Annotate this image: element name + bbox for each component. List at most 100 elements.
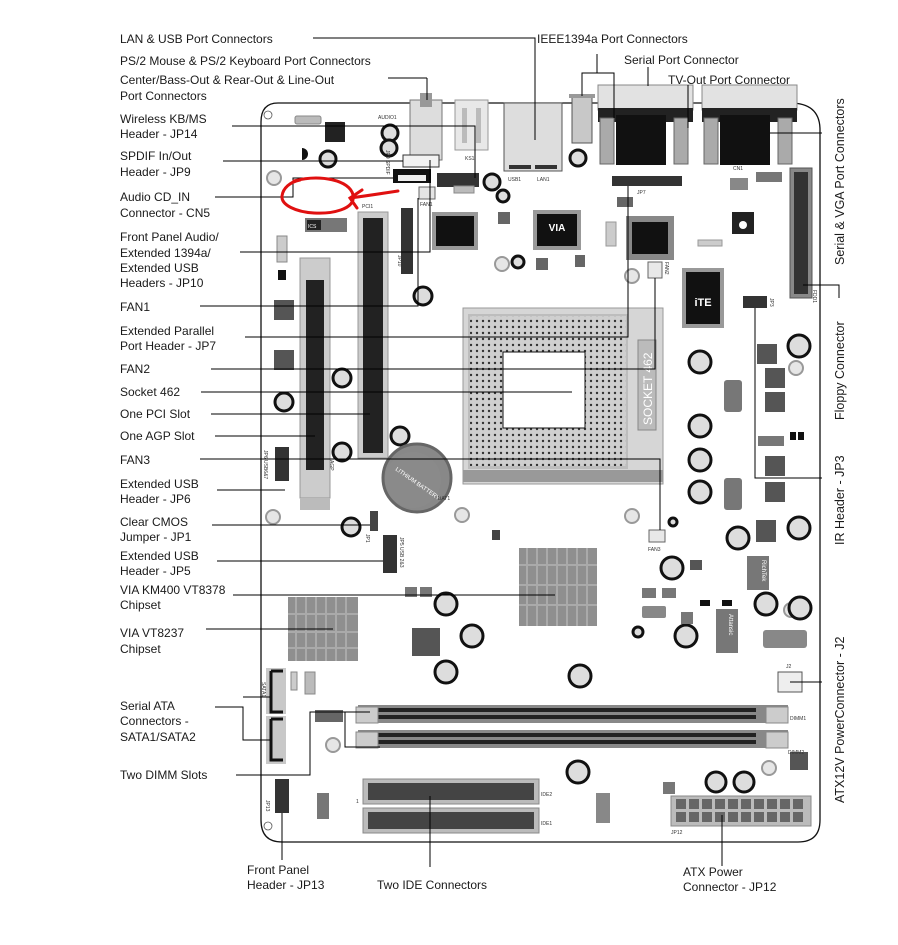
expansion-slots: AGP PCI1 JP10 — [273, 204, 434, 510]
label-sata-line2: Connectors - — [120, 714, 189, 728]
label-jp10-line1: Front Panel Audio/ — [120, 230, 219, 244]
board-marking-ide2: IDE2 — [541, 792, 552, 798]
label-jp10-line4: Headers - JP10 — [120, 276, 204, 290]
label-dimm: Two DIMM Slots — [120, 768, 207, 782]
label-jp6-line1: Extended USB — [120, 477, 199, 491]
board-marking-pin1: 1 — [356, 799, 359, 805]
annotation-circle — [280, 176, 355, 215]
board-marking-attansic: Attansic — [727, 614, 733, 635]
label-jp1-line2: Jumper - JP1 — [120, 530, 192, 544]
right-labels: Serial & VGA Port Connectors Floppy Conn… — [833, 98, 847, 803]
label-fan2: FAN2 — [120, 362, 150, 376]
rear-io — [409, 84, 798, 172]
label-ide: Two IDE Connectors — [377, 878, 487, 892]
board-marking-jp7: JP7 — [637, 190, 646, 196]
board-marking-agp: AGP — [328, 460, 334, 471]
board-marking-ite: iTE — [694, 297, 711, 309]
battery-area: LITHIUM BATTERY BAT1 JP6 USB6&7 JP1 JP5 … — [262, 442, 500, 573]
board-marking-ide1: IDE1 — [541, 821, 552, 827]
label-jp7-line2: Port Header - JP7 — [120, 339, 216, 353]
label-jp12-line1: ATX Power — [683, 865, 743, 879]
label-floppy: Floppy Connector — [833, 321, 847, 420]
label-socket: Socket 462 — [120, 385, 180, 399]
label-jp1-line1: Clear CMOS — [120, 515, 188, 529]
label-sata-line1: Serial ATA — [120, 699, 175, 713]
board-marking-jp10: JP10 — [396, 255, 402, 267]
label-serial-port: Serial Port Connector — [624, 53, 739, 67]
board-marking-sata1: SATA1 — [260, 682, 266, 697]
top-left-components: AUDIO1 JP9 SPDIF KS1 FAN1 USB1 LAN1 ICS — [274, 115, 588, 370]
board-marking-dimm2: DIMM2 — [788, 750, 804, 756]
board-marking-ks1: KS1 — [465, 156, 475, 162]
leader-lines — [200, 37, 840, 867]
label-sata-line3: SATA1/SATA2 — [120, 730, 196, 744]
label-ps2: PS/2 Mouse & PS/2 Keyboard Port Connecto… — [120, 54, 371, 68]
left-labels: LAN & USB Port Connectors PS/2 Mouse & P… — [120, 32, 371, 782]
board-marking-dimm1: DIMM1 — [790, 716, 806, 722]
label-jp6-line2: Header - JP6 — [120, 492, 191, 506]
red-annotation — [280, 176, 400, 215]
label-lan-usb: LAN & USB Port Connectors — [120, 32, 273, 46]
label-agp: One AGP Slot — [120, 429, 195, 443]
label-cn5-line1: Audio CD_IN — [120, 190, 190, 204]
label-vt8237-line1: VIA VT8237 — [120, 626, 184, 640]
power-components — [340, 333, 813, 794]
label-jp7-line1: Extended Parallel — [120, 324, 214, 338]
bottom-labels: Front Panel Header - JP13 Two IDE Connec… — [247, 863, 777, 894]
label-audio-out-line2: Port Connectors — [120, 89, 207, 103]
label-ieee1394: IEEE1394a Port Connectors — [537, 32, 688, 46]
label-fan1: FAN1 — [120, 300, 150, 314]
label-serial-vga: Serial & VGA Port Connectors — [833, 98, 847, 265]
board-marking-fan1: FAN1 — [420, 202, 433, 208]
top-labels: IEEE1394a Port Connectors Serial Port Co… — [537, 32, 790, 87]
board-marking-jp6: JP6 USB6&7 — [262, 450, 268, 479]
board-marking-cn1: CN1 — [733, 166, 743, 172]
board-marking-fan3: FAN3 — [648, 547, 661, 553]
board-marking-bat1: BAT1 — [438, 496, 450, 502]
board-marking-richtek: RichTek — [760, 560, 766, 582]
mounting-holes — [263, 110, 804, 831]
board-marking-ics: ICS — [308, 224, 317, 230]
label-jp13-line1: Front Panel — [247, 863, 309, 877]
board-marking-jp3: JP3 — [768, 298, 774, 307]
board-marking-lan1: LAN1 — [537, 177, 550, 183]
cpu-socket: SOCKET 462 — [462, 307, 664, 485]
label-jp5-line1: Extended USB — [120, 549, 199, 563]
board-marking-audio1: AUDIO1 — [378, 115, 397, 121]
label-jp10-line2: Extended 1394a/ — [120, 246, 211, 260]
board-marking-jp9: JP9 SPDIF — [384, 150, 390, 175]
label-audio-out-line1: Center/Bass-Out & Rear-Out & Line-Out — [120, 73, 335, 87]
mid-chips: VIA JP7 FAN2 CN1 iTE FDD1 JP3 — [432, 166, 817, 328]
regulators: RichTek Attansic FAN3 J2 — [642, 344, 808, 770]
board-marking-fan2: FAN2 — [663, 262, 669, 275]
board-marking-jp1: JP1 — [364, 534, 370, 543]
label-km400-line1: VIA KM400 VT8378 — [120, 583, 226, 597]
label-jp14-line1: Wireless KB/MS — [120, 112, 207, 126]
board-marking-jp5: JP5 USB 2&3 — [398, 537, 404, 568]
label-tv-out: TV-Out Port Connector — [668, 73, 790, 87]
label-jp10-line3: Extended USB — [120, 261, 199, 275]
annotation-arrow — [347, 188, 400, 210]
label-vt8237-line2: Chipset — [120, 642, 161, 656]
storage-memory: SATA1 DIMM1 DIMM2 IDE2 IDE1 1 JP13 — [260, 668, 812, 836]
board-marking-jp12: JP12 — [671, 830, 683, 836]
label-jp9-line2: Header - JP9 — [120, 165, 191, 179]
label-pci: One PCI Slot — [120, 407, 191, 421]
board-marking-socket: SOCKET 462 — [641, 352, 655, 425]
board-marking-via: VIA — [549, 223, 566, 234]
label-jp12-line2: Connector - JP12 — [683, 880, 777, 894]
label-fan3: FAN3 — [120, 453, 150, 467]
board-marking-pci1: PCI1 — [362, 204, 373, 210]
label-jp3: IR Header - JP3 — [833, 455, 847, 545]
label-j2: ATX12V PowerConnector - J2 — [833, 636, 847, 803]
label-km400-line2: Chipset — [120, 598, 161, 612]
board-marking-j2: J2 — [786, 664, 792, 670]
label-jp13-line2: Header - JP13 — [247, 878, 325, 892]
label-jp5-line2: Header - JP5 — [120, 564, 191, 578]
label-jp14-line2: Header - JP14 — [120, 127, 198, 141]
board-marking-usb1: USB1 — [508, 177, 521, 183]
label-jp9-line1: SPDIF In/Out — [120, 149, 192, 163]
label-cn5-line2: Connector - CN5 — [120, 206, 210, 220]
board-marking-fdd1: FDD1 — [811, 290, 817, 303]
